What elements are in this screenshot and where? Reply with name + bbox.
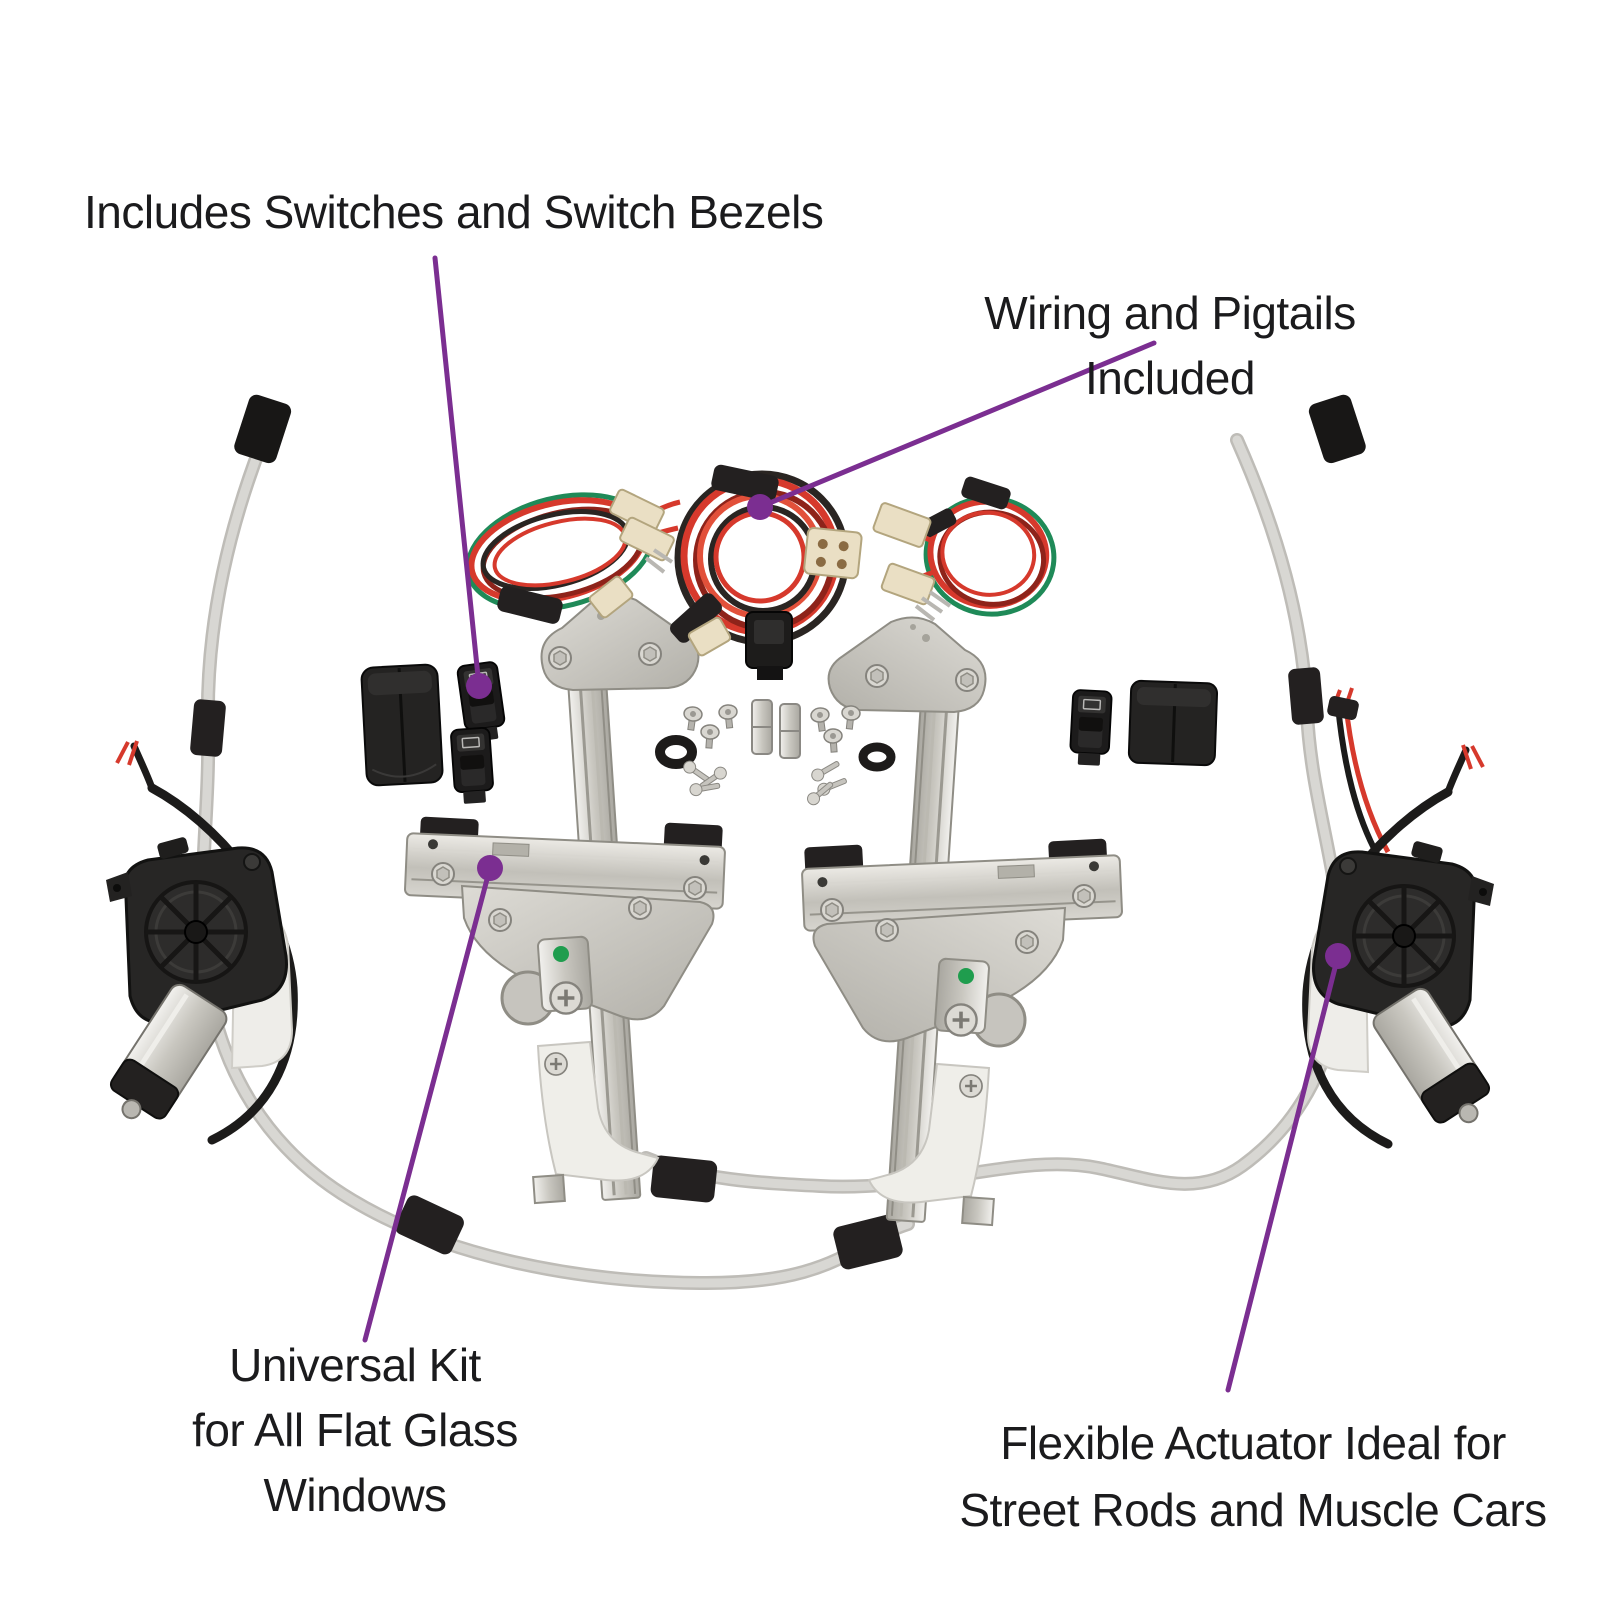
harness-motor-pigtail-right bbox=[872, 476, 1057, 622]
annotation-universal-kit: Universal Kit for All Flat Glass Windows bbox=[103, 1333, 607, 1528]
harness-switch-pigtail-left bbox=[465, 488, 681, 624]
mounting-hardware bbox=[655, 699, 896, 808]
window-switch-3 bbox=[1068, 688, 1113, 768]
callout-line-universal bbox=[362, 865, 493, 1343]
window-motor-left bbox=[100, 741, 294, 1140]
motor-pigtail-wires bbox=[1327, 687, 1391, 858]
callout-dot-wiring bbox=[747, 494, 773, 520]
cable-end-fitting bbox=[234, 394, 1366, 464]
grommet bbox=[655, 735, 697, 769]
callout-dot-actuator bbox=[1325, 943, 1351, 969]
callout-line-actuator bbox=[1225, 953, 1341, 1393]
switch-bezel-left bbox=[360, 663, 444, 787]
callout-line-wiring bbox=[757, 340, 1157, 510]
harness-plug-connector bbox=[745, 611, 793, 680]
callout-lines bbox=[362, 255, 1351, 1393]
annotation-universal-kit-line2: for All Flat Glass Windows bbox=[192, 1404, 518, 1521]
callout-dot-switches bbox=[466, 673, 492, 699]
annotation-actuator: Flexible Actuator Ideal for Street Rods … bbox=[943, 1410, 1563, 1544]
window-switch-2 bbox=[449, 726, 496, 806]
annotation-actuator-line1: Flexible Actuator Ideal for bbox=[1000, 1417, 1506, 1469]
annotation-universal-kit-line1: Universal Kit bbox=[229, 1339, 481, 1391]
callout-dot-universal bbox=[477, 855, 503, 881]
annotation-switches: Includes Switches and Switch Bezels bbox=[84, 186, 824, 238]
annotation-wiring: Wiring and Pigtails Included bbox=[984, 287, 1356, 404]
callout-line-switches bbox=[432, 255, 482, 689]
drive-cable-right bbox=[639, 433, 1349, 1194]
grommet bbox=[858, 742, 896, 772]
window-regulator-left bbox=[405, 595, 725, 1203]
annotation-actuator-line2: Street Rods and Muscle Cars bbox=[959, 1484, 1547, 1536]
switch-bezel-right bbox=[1127, 679, 1219, 767]
cable-tape-wraps bbox=[190, 667, 1324, 1270]
